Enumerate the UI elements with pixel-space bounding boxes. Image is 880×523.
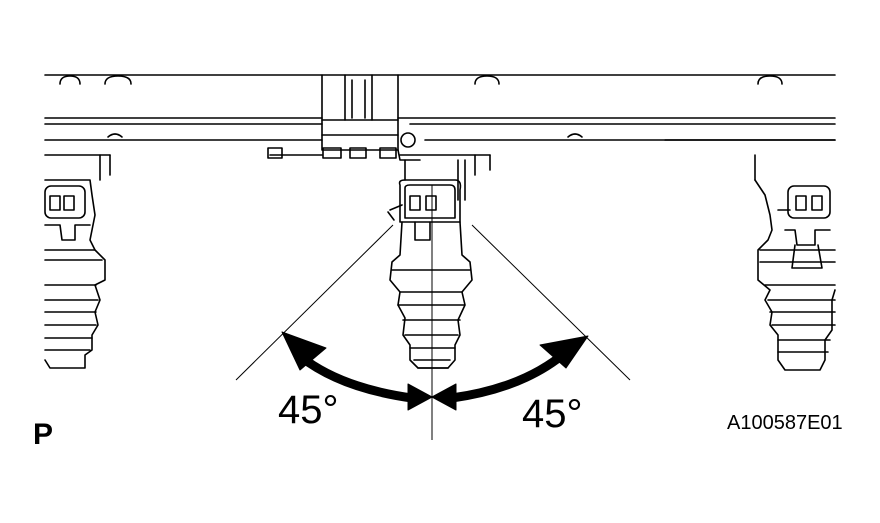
fuel-delivery-pipe (44, 74, 836, 181)
left-angle-label: 45° (278, 388, 339, 432)
center-fuel-injector (387, 159, 473, 369)
rotation-arrows (281, 331, 589, 411)
view-letter: P (33, 418, 54, 451)
right-fuel-injector (754, 179, 836, 371)
left-fuel-injector (44, 179, 106, 369)
right-angle-label: 45° (522, 392, 583, 436)
figure-id: A100587E01 (727, 412, 843, 434)
